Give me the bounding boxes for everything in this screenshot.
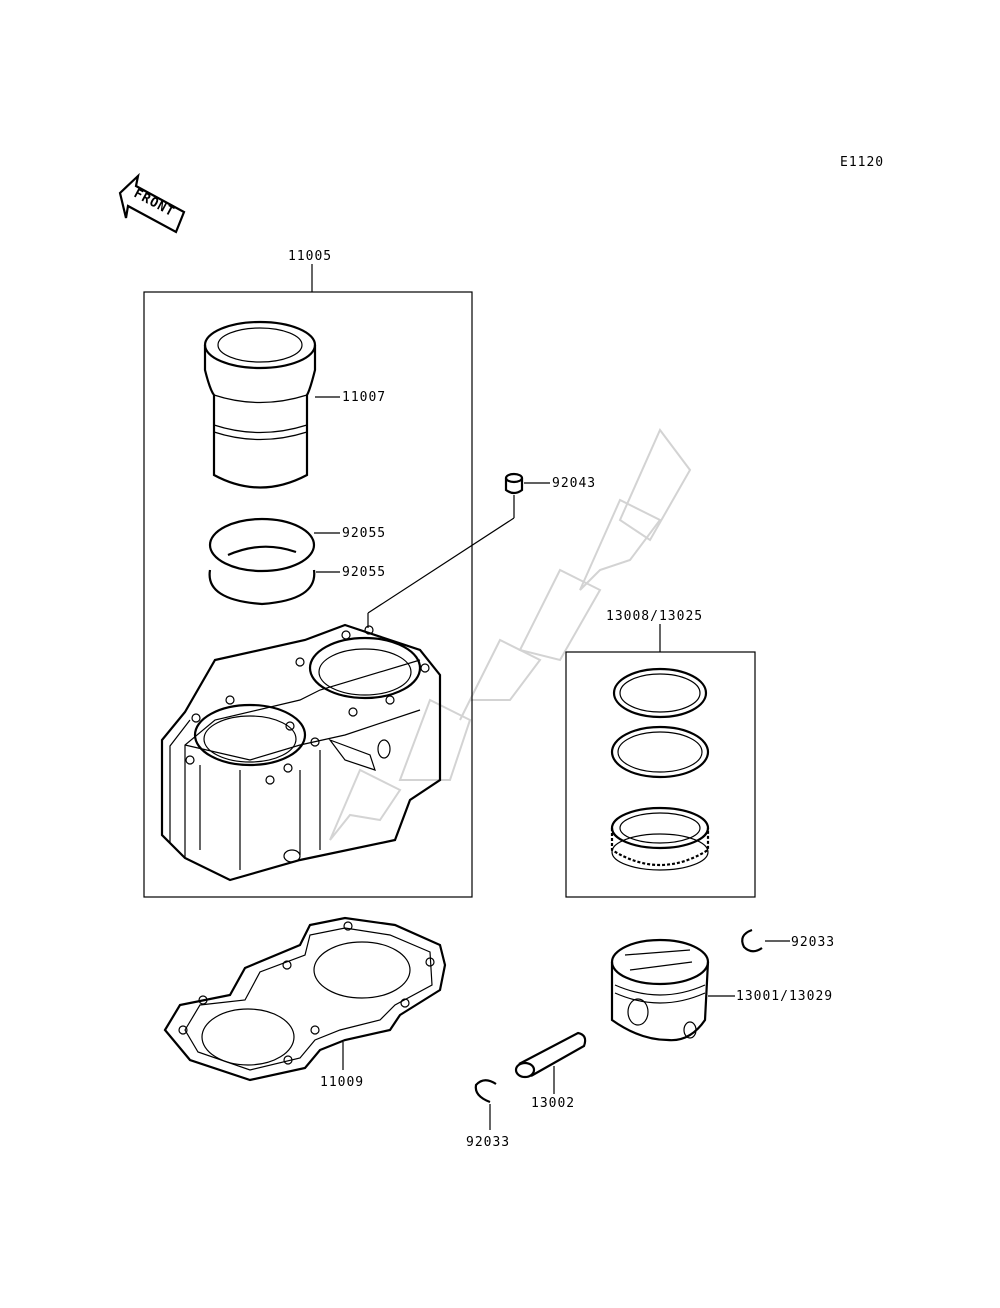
dowel-pin	[504, 472, 524, 495]
circlip-left	[474, 1079, 497, 1104]
label-92043: 92043	[552, 476, 596, 491]
label-13002: 13002	[531, 1096, 575, 1111]
diagram-code: E1120	[840, 155, 884, 170]
label-13008-13025: 13008/13025	[606, 609, 703, 624]
label-92033-left: 92033	[466, 1135, 510, 1150]
cylinder-block	[160, 623, 442, 882]
label-11009: 11009	[320, 1075, 364, 1090]
watermark-logo	[329, 428, 692, 841]
base-gasket	[163, 916, 447, 1082]
cylinder-liner	[203, 320, 317, 489]
label-13001-13029: 13001/13029	[736, 989, 833, 1004]
circlip-right	[741, 928, 763, 953]
piston-pin	[514, 1031, 587, 1079]
front-label: FRONT	[131, 186, 177, 220]
ring-set-frame	[565, 651, 756, 898]
piston	[610, 938, 710, 1042]
label-92055-upper: 92055	[342, 526, 386, 541]
piston-ring-top	[612, 667, 708, 719]
piston-ring-second	[610, 725, 710, 779]
front-arrow-icon: FRONT	[118, 172, 186, 234]
oring-lower	[208, 569, 316, 606]
label-92055-lower: 92055	[342, 565, 386, 580]
label-11005: 11005	[288, 249, 332, 264]
oil-ring	[610, 806, 710, 871]
cylinder-assembly-frame	[143, 291, 473, 898]
oring-upper	[208, 517, 316, 573]
label-92033-right: 92033	[791, 935, 835, 950]
label-11007: 11007	[342, 390, 386, 405]
